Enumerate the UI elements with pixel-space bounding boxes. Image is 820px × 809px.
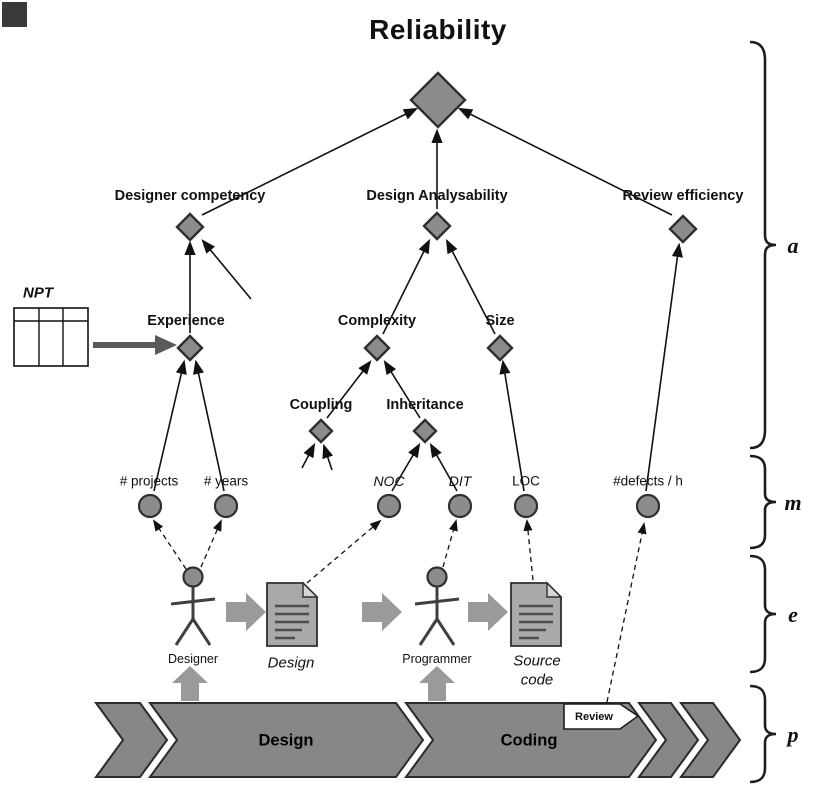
size-label: Size [485, 313, 515, 329]
experience-diamond [176, 334, 204, 362]
design-document-icon [266, 581, 319, 647]
bracket-process [749, 684, 777, 784]
arrow-programmer-to-source [468, 593, 508, 631]
arrow-up-designer [172, 666, 208, 701]
designer-competency-label: Designer competency [114, 188, 266, 204]
design-doc-label: Design [267, 654, 315, 672]
defects-circle [635, 493, 661, 519]
years-label: # years [203, 473, 249, 489]
arrow-design-to-programmer [362, 593, 402, 631]
complexity-label: Complexity [337, 313, 417, 329]
defects-label: #defects / h [613, 473, 683, 489]
chevron-next-1 [637, 702, 700, 778]
review-efficiency-label: Review efficiency [622, 188, 744, 204]
designer-figure [170, 566, 216, 646]
complexity-diamond [363, 334, 391, 362]
programmer-figure [414, 566, 460, 646]
npt-arrow [155, 335, 177, 355]
brace-e-label: e [788, 602, 798, 627]
measurement-arrows [152, 519, 647, 703]
designer-label: Designer [167, 652, 219, 666]
loc-circle [513, 493, 539, 519]
corner-artifact [2, 2, 27, 27]
chevron-design [148, 702, 425, 778]
dit-label: DIT [448, 473, 472, 489]
npt-label: NPT [23, 284, 53, 302]
bracket-entities [749, 554, 777, 674]
designer-competency-diamond [175, 212, 205, 242]
causal-arrows [153, 107, 683, 492]
npt-table [13, 307, 177, 367]
loc-label: LOC [512, 473, 540, 489]
inheritance-label: Inheritance [386, 397, 464, 413]
review-efficiency-diamond [668, 214, 698, 244]
years-circle [213, 493, 239, 519]
experience-label: Experience [147, 313, 225, 329]
flow-arrows [172, 593, 508, 701]
level-brackets [749, 40, 777, 784]
inheritance-diamond [412, 418, 438, 444]
dit-circle [447, 493, 473, 519]
arrow-designer-to-design [226, 593, 266, 631]
process-band [94, 702, 742, 778]
size-diamond [486, 334, 514, 362]
source-code-document-icon [510, 581, 563, 647]
chevron-start [94, 702, 169, 778]
coupling-diamond [308, 418, 334, 444]
review-label: Review [575, 711, 613, 723]
measure-circles [137, 493, 661, 519]
review-arrow [563, 703, 640, 730]
source-code-label: Source code [513, 652, 561, 688]
design-analysability-label: Design Analysability [366, 188, 508, 204]
brace-m-label: m [784, 490, 802, 515]
chevron-next-2 [679, 702, 742, 778]
projects-label: # projects [119, 473, 179, 489]
design-analysability-diamond [422, 211, 452, 241]
attribute-diamonds [175, 71, 698, 444]
process-design-label: Design [258, 731, 314, 750]
noc-circle [376, 493, 402, 519]
process-coding-label: Coding [500, 731, 558, 750]
bracket-attributes [749, 40, 777, 450]
projects-circle [137, 493, 163, 519]
arrow-up-programmer [419, 666, 455, 701]
bracket-measures [749, 454, 777, 550]
reliability-diamond [409, 71, 467, 129]
brace-p-label: p [787, 722, 799, 747]
coupling-label: Coupling [289, 397, 353, 413]
diagram-title: Reliability [369, 14, 507, 45]
brace-a-label: a [787, 233, 799, 258]
noc-label: NOC [373, 473, 405, 489]
programmer-label: Programmer [402, 652, 472, 666]
